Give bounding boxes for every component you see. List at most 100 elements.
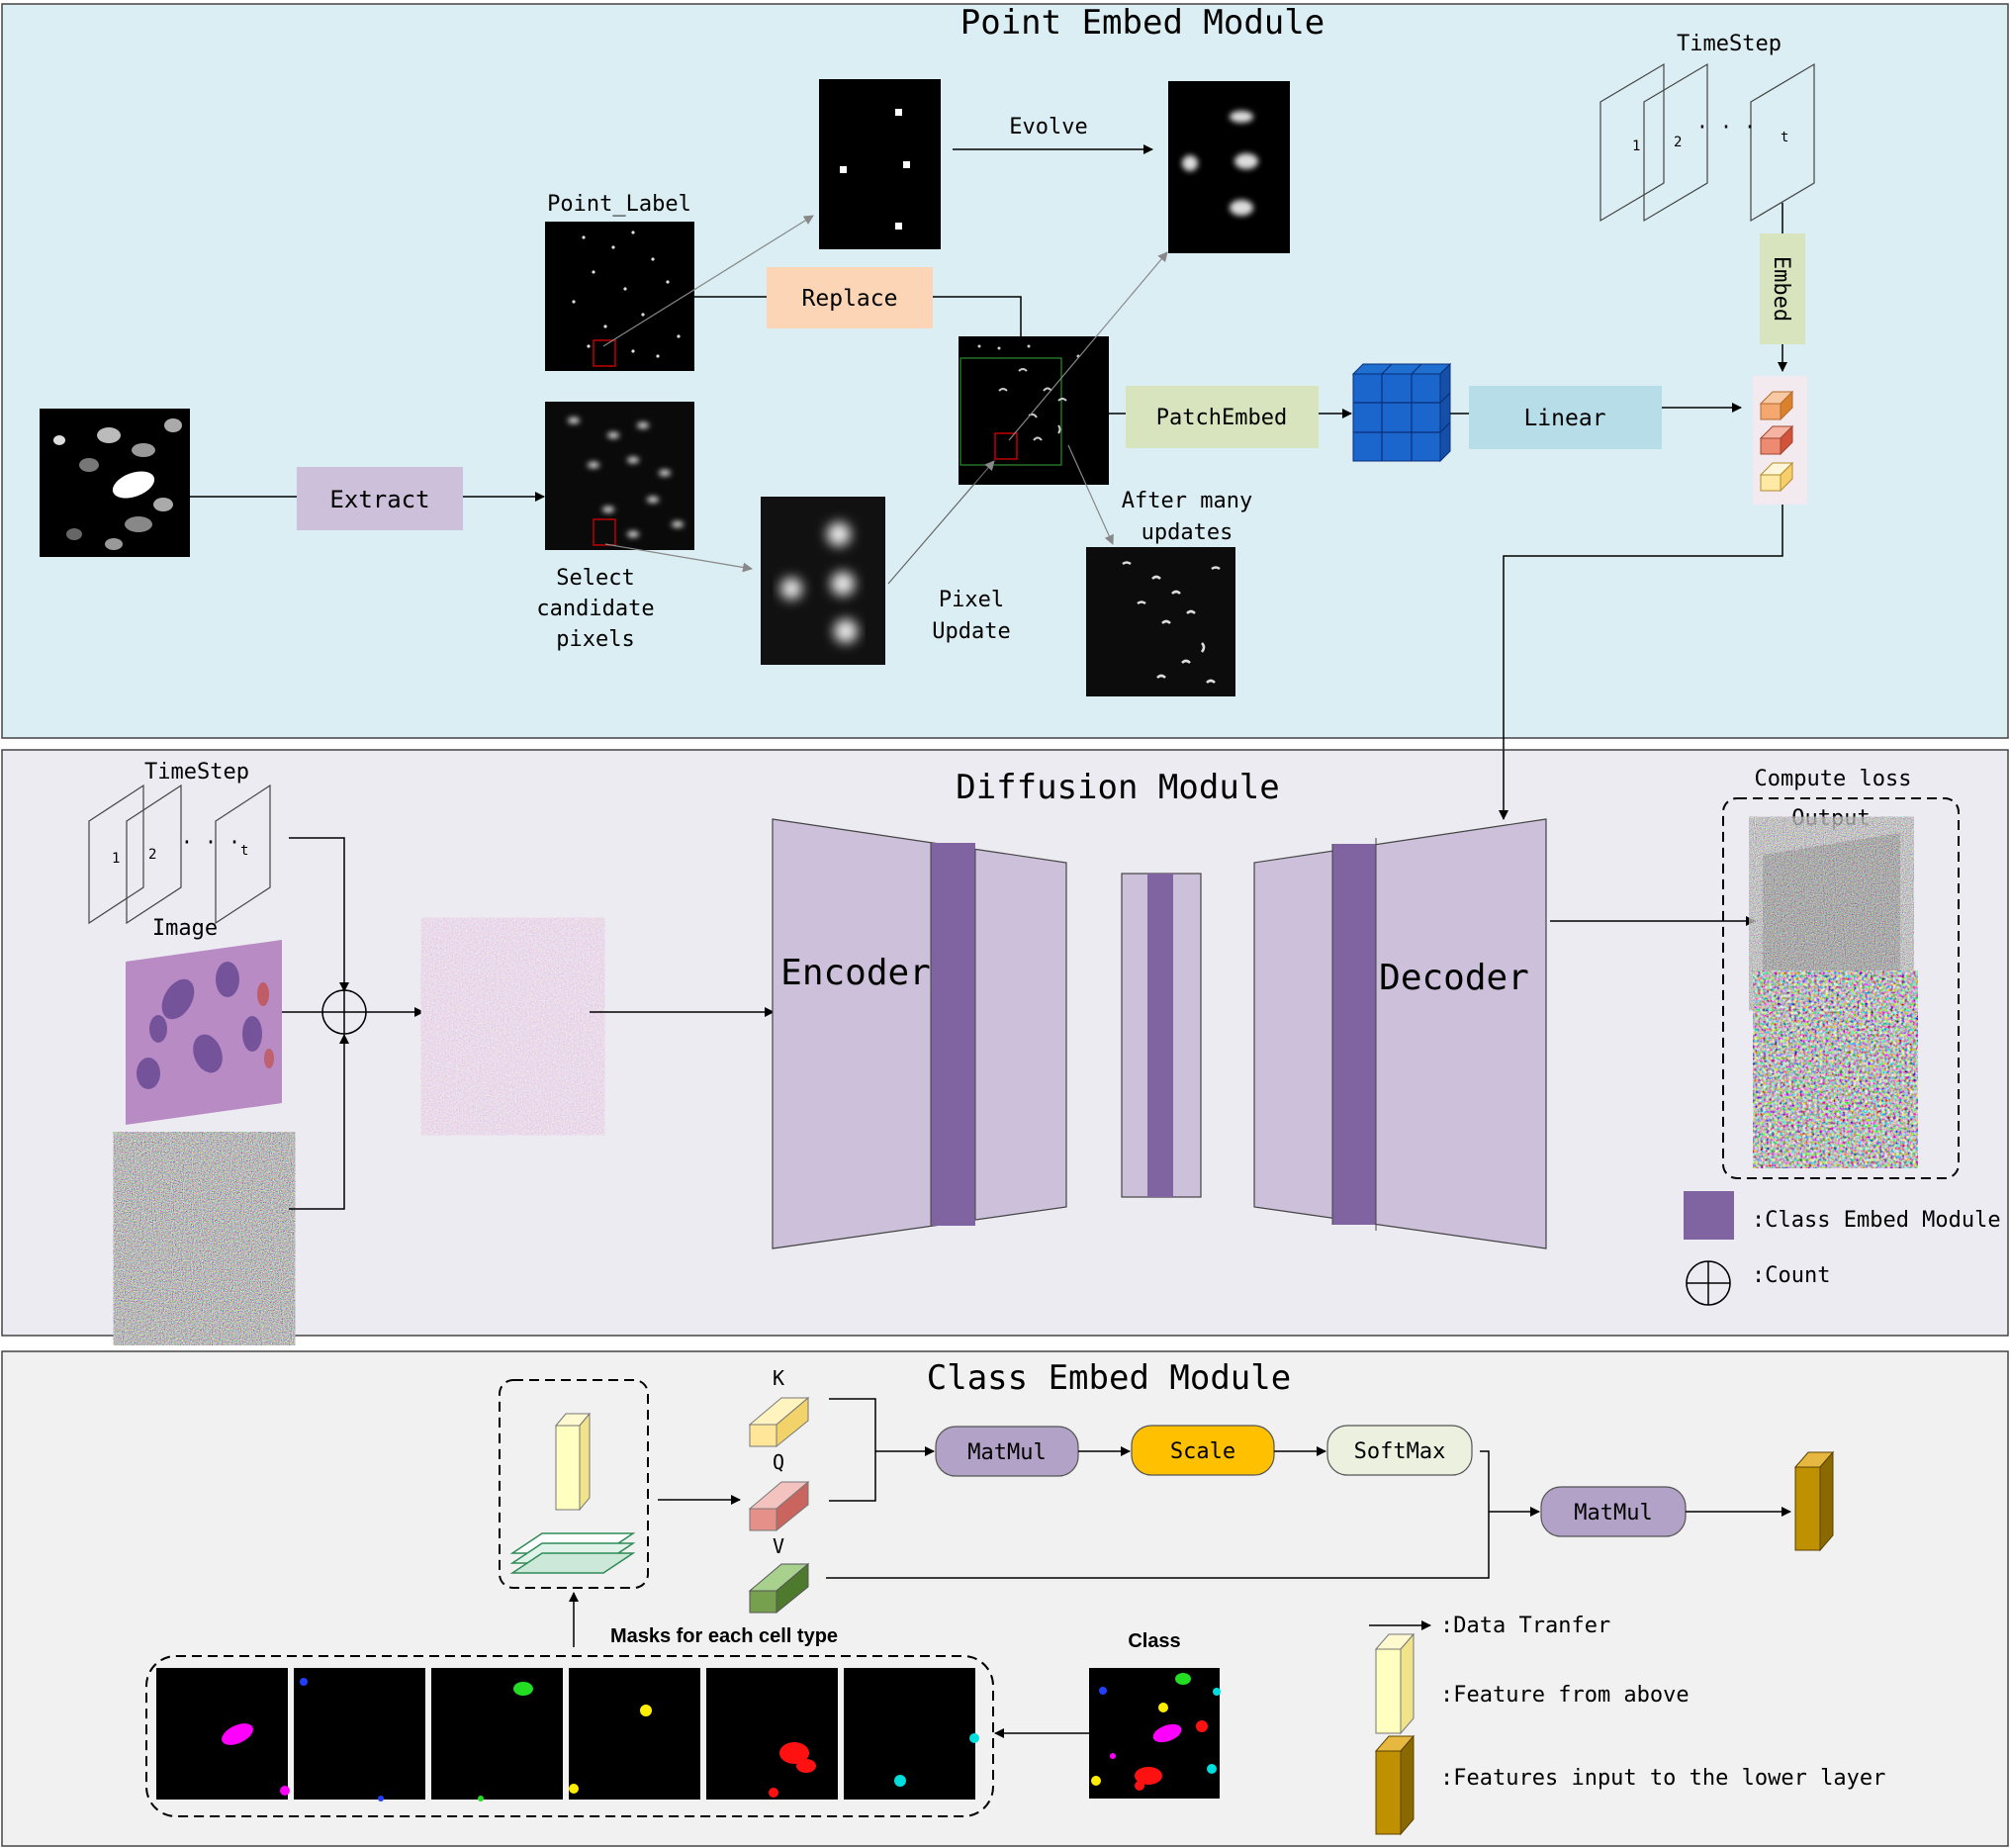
decoder-label: Decoder (1379, 958, 1529, 998)
class-mask-layers (509, 1532, 636, 1574)
noise-image (436, 936, 590, 1117)
candidate-pixels-image (545, 402, 694, 550)
evolve-zoom-arrow (1008, 251, 1168, 441)
mask-tile (156, 1668, 288, 1800)
decoder-injection-arrow (1499, 505, 1783, 820)
softmax-block: SoftMax (1326, 1425, 1473, 1476)
pixel-update-1: Pixel (939, 588, 1004, 612)
embed-label: Embed (1769, 256, 1793, 322)
class-label: Class (1128, 1630, 1180, 1652)
zoom-box (593, 518, 616, 546)
updates-arrow (1067, 444, 1114, 545)
diffusion-title: Diffusion Module (956, 768, 1280, 807)
output-image (1763, 833, 1900, 994)
pixel-zoom-image (761, 497, 885, 665)
timestep-frames-top (1599, 62, 1815, 223)
zoom-arrow (602, 215, 814, 347)
class-embed-title: Class Embed Module (927, 1358, 1291, 1398)
feature-from-above-cube (554, 1412, 592, 1512)
connector (933, 296, 1022, 336)
class-embed-legend-swatch (1684, 1191, 1734, 1240)
timestep-label-left: TimeStep (144, 760, 249, 785)
scale-label: Scale (1170, 1439, 1235, 1464)
softmax-v-connector (826, 1450, 1490, 1579)
matmul-label-2: MatMul (1574, 1501, 1652, 1525)
mask-tile (844, 1668, 975, 1800)
k-vector (748, 1396, 810, 1448)
frame-label: 1 (1632, 139, 1640, 154)
pixel-update-2: Update (932, 619, 1010, 644)
frame-label: · · · (181, 830, 240, 854)
after-updates-1: After many (1122, 489, 1252, 513)
evolved-points-image (1168, 81, 1290, 253)
select-caption-3: pixels (556, 627, 634, 652)
zoomed-points-image (819, 79, 941, 249)
encoder-block: Encoder (772, 818, 1067, 1249)
frame-label: 1 (112, 851, 120, 867)
frame-label: 2 (148, 847, 156, 863)
feature-box (499, 1379, 649, 1589)
encoder-label: Encoder (780, 953, 931, 993)
mask-tile (706, 1668, 838, 1800)
frame-label: t (240, 843, 248, 859)
noised-image (129, 1150, 280, 1328)
legend-count: :Count (1752, 1263, 1830, 1288)
output-feature-cube (1793, 1450, 1835, 1552)
diffusion-module: Diffusion Module TimeStep 1 2 · · · t Im… (1, 749, 2009, 1337)
point-label-caption: Point_Label (547, 192, 691, 217)
frame-label: t (1781, 130, 1788, 145)
matmul-block-1: MatMul (935, 1426, 1079, 1477)
point-label-image (545, 222, 694, 371)
image-label: Image (152, 916, 218, 941)
after-updates-image (1086, 547, 1235, 696)
zoom-box (994, 432, 1018, 460)
cell-type-masks (156, 1668, 979, 1802)
legend-data-transfer: :Data Tranfer (1440, 1614, 1610, 1638)
zoom-arrow (604, 543, 753, 573)
patch-grid-cube (1351, 362, 1452, 463)
point-embed-module: Point Embed Module Extract Point_Label (1, 3, 2009, 820)
target-noise-image (1767, 987, 1904, 1152)
mask-tile (431, 1668, 563, 1800)
arrow (289, 837, 349, 992)
extract-block: Extract (297, 467, 463, 530)
patch-embed-label: PatchEmbed (1156, 406, 1287, 430)
legend-feature-above: :Feature from above (1440, 1683, 1690, 1708)
k-label: K (773, 1366, 784, 1390)
zoom-box (593, 339, 616, 367)
matmul-label-1: MatMul (967, 1440, 1046, 1465)
features-lower-legend-icon (1374, 1734, 1416, 1836)
masks-label: Masks for each cell type (610, 1625, 838, 1647)
class-embed-module: Class Embed Module K Q V (1, 1350, 2009, 1847)
evolve-label: Evolve (1009, 115, 1087, 139)
noise-image-label: Noise Image (434, 916, 579, 941)
timestep-label-top: TimeStep (1677, 32, 1782, 56)
update-arrow (887, 460, 995, 585)
decoder-block: Decoder (1253, 818, 1547, 1249)
bottleneck-block (1121, 873, 1202, 1198)
frame-label: 2 (1674, 135, 1682, 150)
extract-label: Extract (329, 486, 429, 513)
count-symbol (321, 989, 367, 1035)
kq-bracket (829, 1398, 876, 1502)
compute-loss-label: Compute loss (1755, 767, 1912, 791)
patch-embed-block: PatchEmbed (1126, 386, 1319, 448)
histology-image (126, 940, 282, 1125)
v-label: V (773, 1534, 784, 1558)
linear-block: Linear (1469, 386, 1662, 449)
mask-tile (294, 1668, 425, 1800)
scale-block: Scale (1131, 1425, 1275, 1476)
replace-block: Replace (767, 267, 933, 328)
select-caption-1: Select (556, 566, 634, 591)
class-map-image (1089, 1668, 1221, 1799)
embed-block: Embed (1760, 233, 1805, 344)
input-segmentation-image (40, 409, 190, 557)
linear-label: Linear (1523, 406, 1605, 431)
count-legend-icon (1686, 1260, 1731, 1306)
noised-label: Noised (143, 1130, 222, 1155)
softmax-label: SoftMax (1354, 1439, 1446, 1464)
mask-tile (569, 1668, 700, 1800)
matmul-block-2: MatMul (1540, 1486, 1687, 1537)
select-caption-2: candidate (536, 597, 654, 621)
